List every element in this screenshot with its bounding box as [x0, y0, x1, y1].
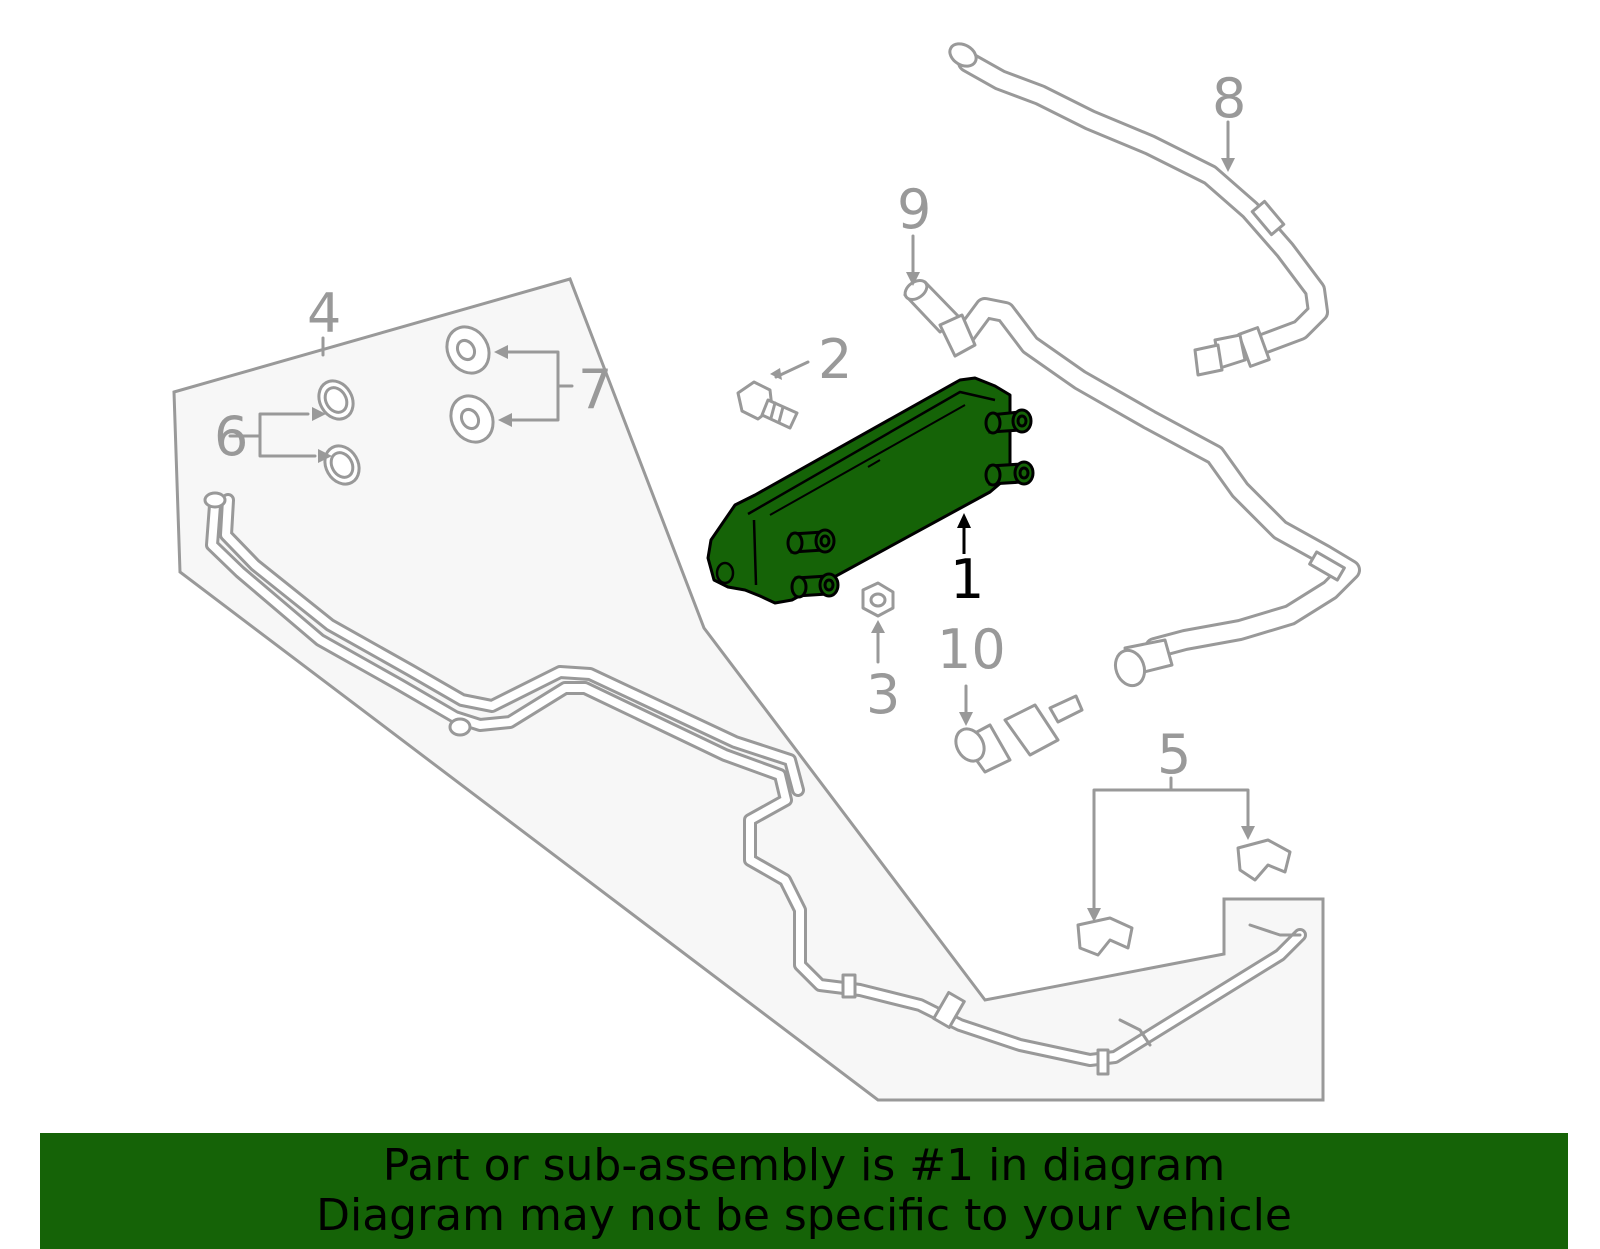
banner-line-part-note: Part or sub-assembly is #1 in diagram [382, 1140, 1226, 1191]
seal-rings-6 [228, 379, 361, 486]
nut-3 [861, 581, 895, 664]
callout-6: 6 [214, 405, 248, 468]
callout-9: 9 [897, 178, 931, 241]
assembly-panel [172, 277, 1325, 1102]
fitting-9 [903, 234, 977, 358]
callout-3: 3 [866, 663, 900, 726]
banner-line-disclaimer: Diagram may not be specific to your vehi… [316, 1190, 1292, 1241]
grommets-7 [445, 325, 574, 444]
callout-4: 4 [307, 282, 341, 345]
return-hose [954, 297, 1361, 688]
hose-8 [948, 42, 1329, 377]
callout-7: 7 [578, 358, 612, 421]
fitting-10 [954, 684, 1084, 774]
bolt-2 [736, 360, 810, 430]
oil-cooler-part-1 [706, 376, 1035, 605]
callout-2: 2 [818, 328, 852, 391]
callout-5: 5 [1157, 723, 1191, 786]
clips-5 [1076, 776, 1292, 957]
callout-1: 1 [950, 548, 984, 611]
cooler-lines [203, 491, 1307, 1076]
callout-8: 8 [1212, 67, 1246, 130]
callout-10: 10 [937, 618, 1006, 681]
info-banner: Part or sub-assembly is #1 in diagram Di… [40, 1133, 1568, 1249]
